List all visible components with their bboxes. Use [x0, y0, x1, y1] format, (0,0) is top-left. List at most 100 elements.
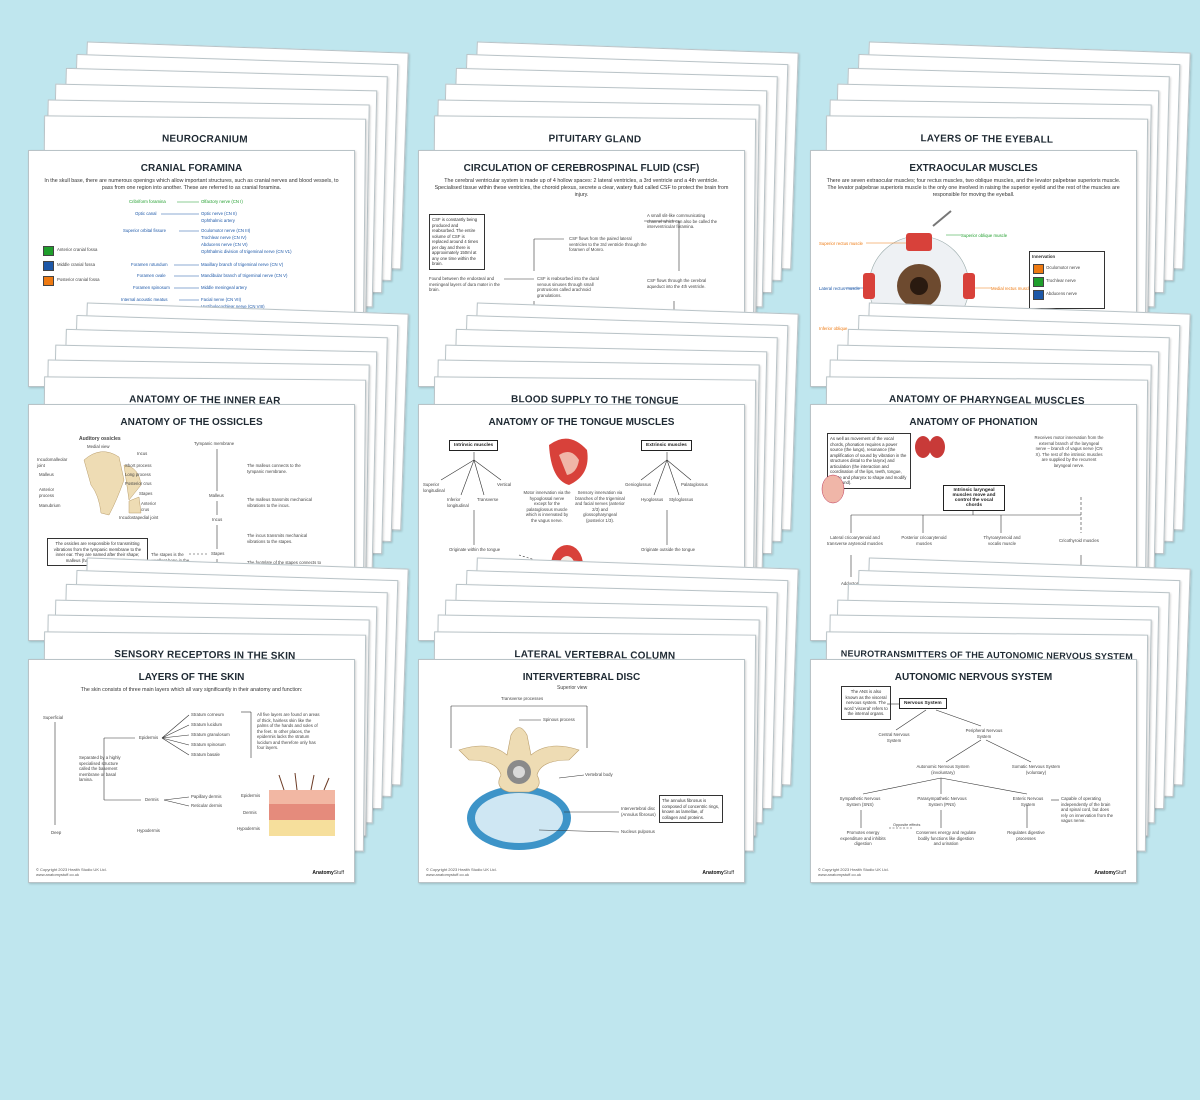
foramen-label: Superior orbital fissure [123, 228, 166, 233]
flow-step: Tympanic membrane [194, 441, 235, 446]
muscle-label: Lateral rectus muscle [819, 286, 860, 291]
ans-note: The ANS is also known as the visceral ne… [841, 686, 891, 720]
annulus-note: The annulus fibrosus is composed of conc… [659, 795, 723, 823]
structure-label: Optic nerve (CN II) [201, 211, 237, 216]
stratum-label: Stratum granulosum [191, 732, 230, 737]
stratum-label: Stratum lucidum [191, 722, 223, 727]
legend-label: Abducens nerve [1046, 291, 1078, 296]
worksheet-title: EXTRAOCULAR MUSCLES [909, 163, 1038, 174]
tree-node: Sympathetic Nervous System (SNS) [839, 796, 881, 807]
ossicle-label: Incus [137, 451, 148, 456]
stratum-label: Stratum spinosum [191, 742, 226, 747]
structure-label: Olfactory nerve (CN I) [201, 199, 243, 204]
muscle-label: Medial rectus muscle [991, 286, 1032, 291]
flow-step: Stapes [211, 551, 225, 556]
copyright-notice: © Copyright 2023 Health Studio UK Ltd. w… [36, 867, 107, 877]
tree-node: Parasympathetic Nervous System (PNS) [917, 796, 967, 807]
structure-label: Abducens nerve (CN VI) [201, 242, 248, 247]
muscle-item: Transverse [477, 497, 499, 502]
vertebra-illustration [450, 705, 620, 850]
effect-note: Regulates digestive processes [1007, 830, 1045, 841]
muscle-item: Hyoglossus [641, 497, 664, 502]
structure-label: Oculomotor nerve (CN III) [201, 228, 251, 233]
innervation-note: Receives motor innervation from the exte… [1034, 435, 1104, 468]
ossicle-label: Malleus [39, 472, 54, 477]
legend-swatch-orange [1033, 264, 1044, 274]
worksheet-title: ANATOMY OF THE OSSICLES [120, 417, 263, 428]
structure-label: Ophthalmic division of trigeminal nerve … [201, 249, 292, 254]
note-box: CSF is constantly being produced and rea… [429, 214, 485, 270]
layer-label: Epidermis [139, 735, 159, 740]
muscle-item: Styloglossus [669, 497, 694, 502]
worksheet-skin: LAYERS OF THE SKIN The skin consists of … [28, 659, 355, 883]
ossicle-label: Short process [125, 463, 152, 468]
structure-label: Vestibulocochlear nerve (CN VIII) [201, 304, 265, 309]
stack-extraocular: LAYERS OF THE EYEBALL EXTRAOCULAR MUSCLE… [810, 32, 1200, 387]
muscle-item: Genioglossus [625, 482, 652, 487]
worksheet-title: ANATOMY OF PHONATION [909, 417, 1038, 428]
diagram-heading: Auditory ossicles [79, 436, 121, 442]
legend-label: Posterior cranial fossa [57, 277, 100, 282]
brand-logo-part: Anatomy [312, 870, 334, 876]
ossicle-label: Manubrium [39, 503, 61, 508]
stack-phonation: ANATOMY OF PHARYNGEAL MUSCLES ANATOMY OF… [810, 300, 1200, 641]
ossicle-label: Incudomalleolar joint [37, 457, 68, 468]
center-heading: Intrinsic laryngeal muscles move and con… [943, 485, 1005, 511]
worksheet-subtitle: Superior view [557, 685, 588, 691]
brand-logo-part: Stuff [723, 870, 734, 876]
legend-swatch-blue [1033, 290, 1044, 300]
vertebra-label: Transverse processes [501, 696, 544, 701]
back-sheet-title: PITUITARY GLAND [548, 133, 642, 146]
opposite-label: Opposite effects [893, 823, 921, 827]
ossicle-step: The incus transmits mechanical vibration… [247, 533, 308, 544]
origin-note: Originate within the tongue [449, 547, 501, 552]
tree-node: Autonomic Nervous System (involuntary) [916, 764, 970, 775]
structure-label: Mandibular branch of trigeminal nerve (C… [201, 273, 288, 278]
muscle-group: Cricothyroid muscles [1059, 538, 1099, 543]
step-text: Found between the endosteal and meningea… [429, 276, 500, 292]
motor-innervation: Motor innervation via the hypoglossal ne… [523, 490, 571, 523]
enteric-note: Capable of operating independently of th… [1061, 796, 1114, 823]
muscle-group: Lateral cricoarytenoid and transverse ar… [827, 535, 883, 546]
worksheet-title: LAYERS OF THE SKIN [138, 672, 245, 683]
structure-label: Ophthalmic artery [201, 218, 235, 223]
muscle-item: Palatoglossus [681, 482, 708, 487]
vertebra-label: Nucleus pulposus [621, 829, 655, 834]
ossicle-label: Stapes [139, 491, 153, 496]
muscle-label: Inferior oblique [819, 326, 848, 331]
worksheet-intro: The cerebral ventricular system is made … [434, 178, 729, 198]
phonation-note: As well as movement of the vocal chords,… [827, 433, 911, 489]
stack-ans: NEUROTRANSMITTERS OF THE AUTONOMIC NERVO… [810, 555, 1200, 883]
stratum-label: Stratum basale [191, 752, 220, 757]
ossicle-label: Anterior crus [141, 501, 157, 512]
strata-note: All five layers are found on areas of th… [257, 712, 320, 750]
legend-swatch-green [1033, 277, 1044, 287]
brand-logo-part: Stuff [333, 870, 344, 876]
worksheet-title: CRANIAL FORAMINA [140, 163, 243, 174]
stratum-label: Stratum corneum [191, 712, 224, 717]
worksheet-intro: In the skull base, there are numerous op… [44, 178, 339, 191]
legend-label: Anterior cranial fossa [57, 247, 98, 252]
brand-logo: AnatomyStuff [1094, 870, 1126, 876]
ossicle-step: The malleus transmits mechanical vibrati… [247, 497, 312, 508]
origin-note: Originate outside the tongue [641, 547, 695, 552]
root-node: Nervous System [899, 698, 947, 709]
vertebra-label: Spinous process [543, 717, 575, 722]
muscle-item: Vertical [497, 482, 512, 487]
stack-cranial-foramina: NEUROCRANIUM CRANIAL FORAMINA In the sku… [28, 32, 418, 387]
back-sheet-title: NEUROCRANIUM [161, 133, 248, 146]
foramen-label: Foramen spinosum [133, 285, 170, 290]
worksheet-title: CIRCULATION OF CEREBROSPINAL FLUID (CSF) [463, 163, 700, 174]
brand-logo-part: Stuff [1115, 870, 1126, 876]
foramen-label: Cribriform foramina [129, 199, 166, 204]
step-text: CSF flows from the paired lateral ventri… [569, 236, 647, 252]
stack-skin: SENSORY RECEPTORS IN THE SKIN LAYERS OF … [28, 555, 418, 883]
extrinsic-heading: Extrinsic muscles [641, 440, 692, 451]
back-sheet-title: LAYERS OF THE EYEBALL [920, 133, 1054, 146]
dermis-layer: Papillary dermis [191, 794, 222, 799]
tree-node: Somatic Nervous System (voluntary) [1011, 764, 1061, 775]
depth-label: Deep [51, 830, 62, 835]
ossicle-label: Posterior crus [125, 481, 152, 486]
muscle-label: Superior oblique muscle [961, 233, 1008, 238]
legend-swatch-blue [43, 261, 54, 271]
